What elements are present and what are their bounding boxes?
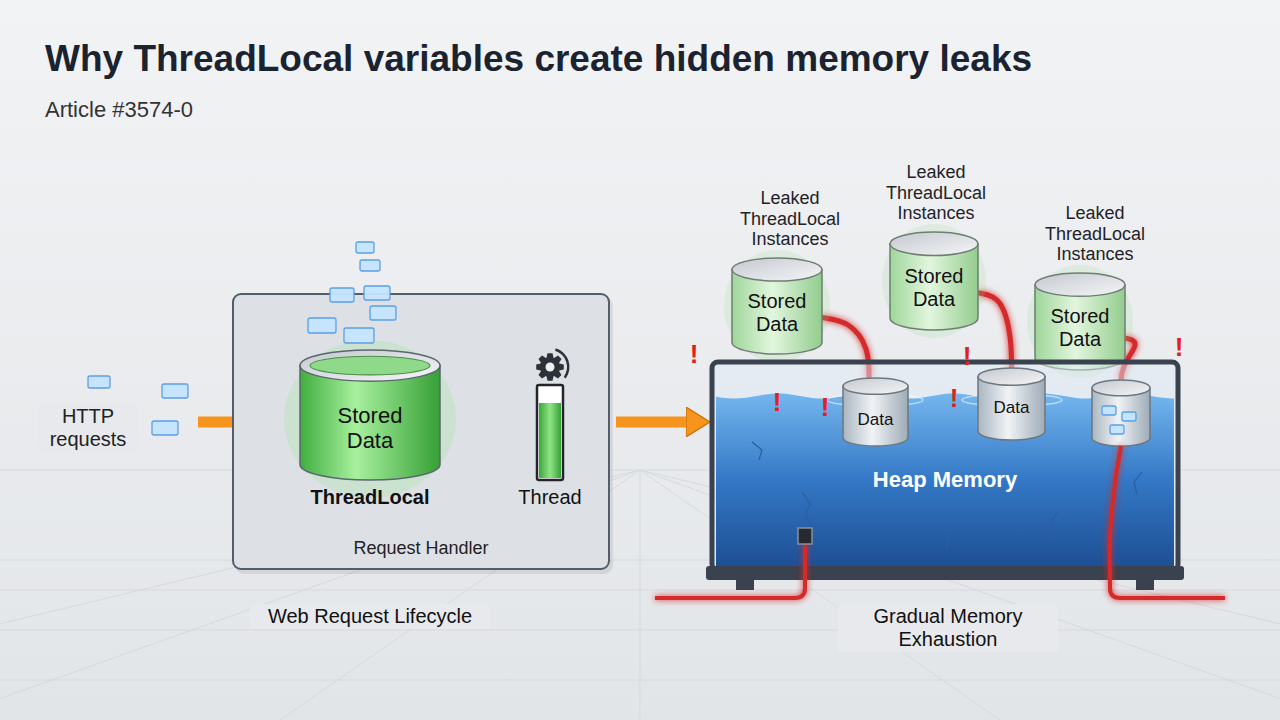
water-crack: [1134, 472, 1142, 494]
tank-leg: [1136, 580, 1154, 590]
leaked-cylinder: Leaked ThreadLocal InstancesStored Data: [732, 258, 822, 354]
warning-mark: !: [946, 384, 962, 414]
leaked-cylinder-top: [732, 258, 822, 281]
data-cylinder-body: [843, 386, 908, 446]
leaked-heading: Leaked ThreadLocal Instances: [720, 188, 860, 250]
gear-hole: [546, 363, 555, 372]
warning-mark: !: [686, 340, 702, 370]
threadlocal-cylinder-top: [300, 350, 440, 381]
data-cylinder: [843, 378, 908, 446]
section-label: Gradual Memory Exhaustion: [838, 604, 1058, 652]
data-block: [1102, 406, 1116, 415]
data-block: [330, 288, 354, 302]
diagram-title: Why ThreadLocal variables create hidden …: [45, 38, 1245, 81]
water-crack: [802, 492, 812, 528]
leaked-cylinder: Leaked ThreadLocal InstancesStored Data: [1035, 273, 1125, 370]
data-block: [344, 328, 374, 343]
data-cylinder: [1092, 380, 1150, 446]
cylinder-label: Data: [982, 398, 1042, 418]
leaked-heading: Leaked ThreadLocal Instances: [1025, 203, 1165, 265]
data-cylinder-top: [978, 368, 1045, 385]
grid-line: [0, 470, 640, 720]
request-handler-box: Request HandlerStored DataThreadLocalThr…: [232, 293, 610, 570]
cylinder-label: Stored Data: [315, 403, 425, 454]
cylinder-label: Stored Data: [1038, 305, 1122, 351]
leaked-cylinder-body: [890, 244, 978, 330]
article-number: Article #3574-0: [45, 97, 445, 122]
grid-line: [640, 470, 641, 720]
panel-outline: [233, 294, 609, 569]
cylinder-label: Stored Data: [735, 290, 819, 336]
tank-label: Heap Memory: [795, 467, 1095, 492]
leaked-cylinder-top: [890, 232, 978, 256]
tank-leg: [736, 580, 754, 590]
data-block: [360, 260, 380, 271]
socket: [798, 528, 812, 544]
heap-memory-tank: Heap MemoryDataData: [712, 362, 1178, 587]
box-label: Request Handler: [271, 538, 571, 559]
threadlocal-cylinder: [300, 350, 440, 480]
gear-icon: [536, 353, 564, 381]
leaked-cylinder: [890, 232, 978, 330]
flow-arrow: [616, 417, 687, 428]
tank-base: [706, 566, 1184, 580]
data-block: [364, 286, 390, 300]
leak-pipe: [978, 293, 1012, 368]
thread-icon: Thread: [510, 345, 590, 512]
leaked-cylinder: [732, 258, 822, 354]
data-block: [1110, 425, 1124, 434]
data-cylinder-top: [1092, 380, 1150, 396]
warning-mark: !: [769, 388, 785, 418]
cylinder-caption: ThreadLocal: [270, 486, 470, 509]
cylinder-glow: [284, 340, 456, 498]
cylinder-rim: [310, 356, 430, 375]
leaked-cylinder-top: [1035, 273, 1125, 296]
thread-label: Thread: [505, 486, 595, 509]
data-block: [308, 318, 336, 333]
data-block: [1122, 412, 1136, 421]
input-label: HTTP requests: [38, 404, 138, 452]
data-cylinder-body: [1092, 388, 1150, 446]
warning-mark: !: [817, 393, 833, 423]
leak-wire: [655, 544, 805, 598]
threadlocal-cylinder: Stored DataThreadLocal: [300, 350, 440, 480]
section-label: Web Request Lifecycle: [250, 604, 490, 629]
leaked-cylinder: Leaked ThreadLocal InstancesStored Data: [890, 232, 978, 330]
water-crack: [1050, 512, 1057, 543]
data-cylinder: [978, 368, 1045, 440]
water-crack: [752, 442, 762, 460]
warning-mark: !: [959, 342, 975, 372]
cylinder-label: Data: [846, 410, 906, 430]
cylinder-glow: [882, 224, 986, 338]
thread-bar: [537, 385, 563, 480]
grid-line: [0, 470, 640, 720]
data-block: [356, 242, 374, 253]
data-cylinder: Data: [843, 378, 908, 446]
warning-mark: !: [1171, 333, 1187, 363]
data-cylinder-body: [978, 377, 1045, 440]
thread-fill: [539, 403, 561, 478]
water-crack: [942, 532, 948, 550]
leaked-heading: Leaked ThreadLocal Instances: [866, 162, 1006, 224]
data-cylinder: Data: [978, 368, 1045, 440]
leak-wire: [1110, 446, 1225, 598]
packet-icon: [152, 421, 178, 435]
leaked-cylinder: [1035, 273, 1125, 370]
cylinder-label: Stored Data: [892, 265, 976, 311]
threadlocal-cylinder-body: [300, 366, 440, 480]
leaked-cylinder-body: [732, 270, 822, 354]
gear-arc: [555, 348, 569, 378]
cylinder-glow: [724, 250, 830, 362]
packet-icon: [88, 376, 110, 388]
data-cylinder-top: [843, 378, 908, 394]
leaked-cylinder-body: [1035, 285, 1125, 370]
data-block: [370, 306, 396, 320]
packet-icon: [162, 384, 188, 398]
